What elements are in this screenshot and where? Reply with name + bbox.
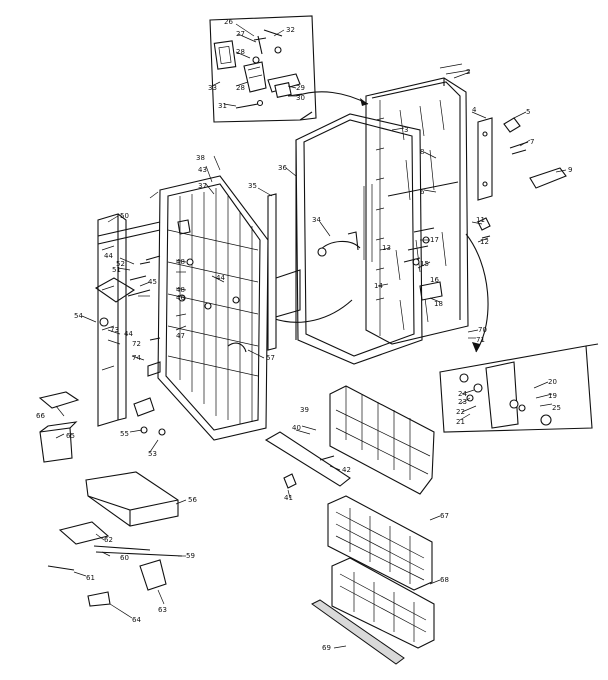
label-51: 51: [112, 266, 121, 274]
label-54: 54: [74, 312, 83, 320]
label-68: 68: [440, 576, 449, 584]
label-11: 11: [476, 216, 485, 224]
label-28b: 28: [236, 84, 245, 92]
label-60: 60: [120, 554, 129, 562]
label-43: 43: [198, 166, 207, 174]
label-55: 55: [120, 430, 129, 438]
part-63: [139, 559, 167, 591]
label-9: 9: [568, 166, 572, 174]
label-19: 19: [548, 392, 557, 400]
label-46: 46: [176, 294, 185, 302]
label-20: 20: [548, 378, 557, 386]
label-3: 3: [404, 126, 408, 134]
inset-curve: [465, 233, 489, 353]
door-bar-40: [264, 431, 351, 487]
label-48a: 48: [176, 258, 185, 266]
label-59: 59: [186, 552, 195, 560]
label-8: 8: [420, 148, 424, 156]
label-13: 13: [382, 244, 391, 252]
label-15: 15: [420, 260, 429, 268]
detail-inset-bottom: [439, 343, 599, 433]
part-labels: 2 3 4 5 7 8 9 6 11 12 13 14 15 16 17 18 …: [36, 18, 572, 652]
label-67: 67: [440, 512, 449, 520]
label-36: 36: [278, 164, 287, 172]
label-7: 7: [530, 138, 534, 146]
label-66: 66: [36, 412, 45, 420]
basket-68: [331, 557, 435, 649]
label-48b: 48: [176, 286, 185, 294]
rail-69: [311, 599, 405, 665]
label-69: 69: [322, 644, 331, 652]
hinge-bar: [439, 63, 567, 239]
label-27: 27: [236, 30, 245, 38]
label-71: 71: [476, 336, 485, 344]
label-57: 57: [266, 354, 275, 362]
label-44b: 44: [216, 274, 225, 282]
part-tray-62: [58, 521, 110, 545]
door-liner: [269, 113, 423, 365]
detail-inset-hinge: [209, 15, 317, 123]
label-23: 23: [458, 398, 467, 406]
hinge-column: [94, 213, 166, 436]
label-14: 14: [374, 282, 383, 290]
door-shelf-39: [329, 385, 435, 495]
label-6: 6: [420, 188, 425, 196]
part-64: [87, 591, 111, 607]
label-32: 32: [286, 26, 295, 34]
label-64: 64: [132, 616, 141, 624]
label-16: 16: [430, 276, 439, 284]
label-5: 5: [526, 108, 530, 116]
door-strip: [267, 193, 277, 351]
label-33: 33: [208, 84, 217, 92]
label-72: 72: [132, 340, 141, 348]
label-38: 38: [196, 154, 205, 162]
part-cup-65: [39, 427, 73, 463]
inner-door-panel: [157, 175, 269, 441]
label-34: 34: [312, 216, 321, 224]
inset-arrow: [295, 91, 369, 105]
label-35: 35: [248, 182, 257, 190]
label-61: 61: [86, 574, 95, 582]
label-45: 45: [148, 278, 157, 286]
label-50: 50: [120, 212, 129, 220]
label-44c: 44: [124, 330, 133, 338]
label-31: 31: [218, 102, 227, 110]
label-29: 29: [296, 84, 305, 92]
label-41: 41: [284, 494, 293, 502]
label-30: 30: [296, 94, 305, 102]
label-52: 52: [116, 260, 125, 268]
label-44a: 44: [104, 252, 113, 260]
label-63: 63: [158, 606, 167, 614]
label-74: 74: [132, 354, 141, 362]
label-62: 62: [104, 536, 113, 544]
label-47: 47: [176, 332, 185, 340]
label-22: 22: [456, 408, 465, 416]
label-37: 37: [198, 182, 207, 190]
label-18: 18: [434, 300, 443, 308]
label-26: 26: [224, 18, 233, 26]
cabinet-door: [365, 77, 469, 345]
leader-lines: [55, 23, 567, 649]
label-73: 73: [110, 326, 119, 334]
label-65: 65: [66, 432, 75, 440]
label-42: 42: [342, 466, 351, 474]
label-70: 70: [478, 326, 487, 334]
label-53: 53: [148, 450, 157, 458]
label-4: 4: [472, 106, 477, 114]
basket-67: [327, 495, 433, 591]
label-17: 17: [430, 236, 439, 244]
label-56: 56: [188, 496, 197, 504]
label-40: 40: [292, 424, 301, 432]
label-24: 24: [458, 390, 467, 398]
tray-58: [85, 471, 179, 527]
label-25: 25: [552, 404, 561, 412]
label-39: 39: [300, 406, 309, 414]
label-28a: 28: [236, 48, 245, 56]
label-12: 12: [480, 238, 489, 246]
part-tray-66: [38, 391, 80, 409]
label-2: 2: [466, 68, 470, 76]
label-21: 21: [456, 418, 465, 426]
